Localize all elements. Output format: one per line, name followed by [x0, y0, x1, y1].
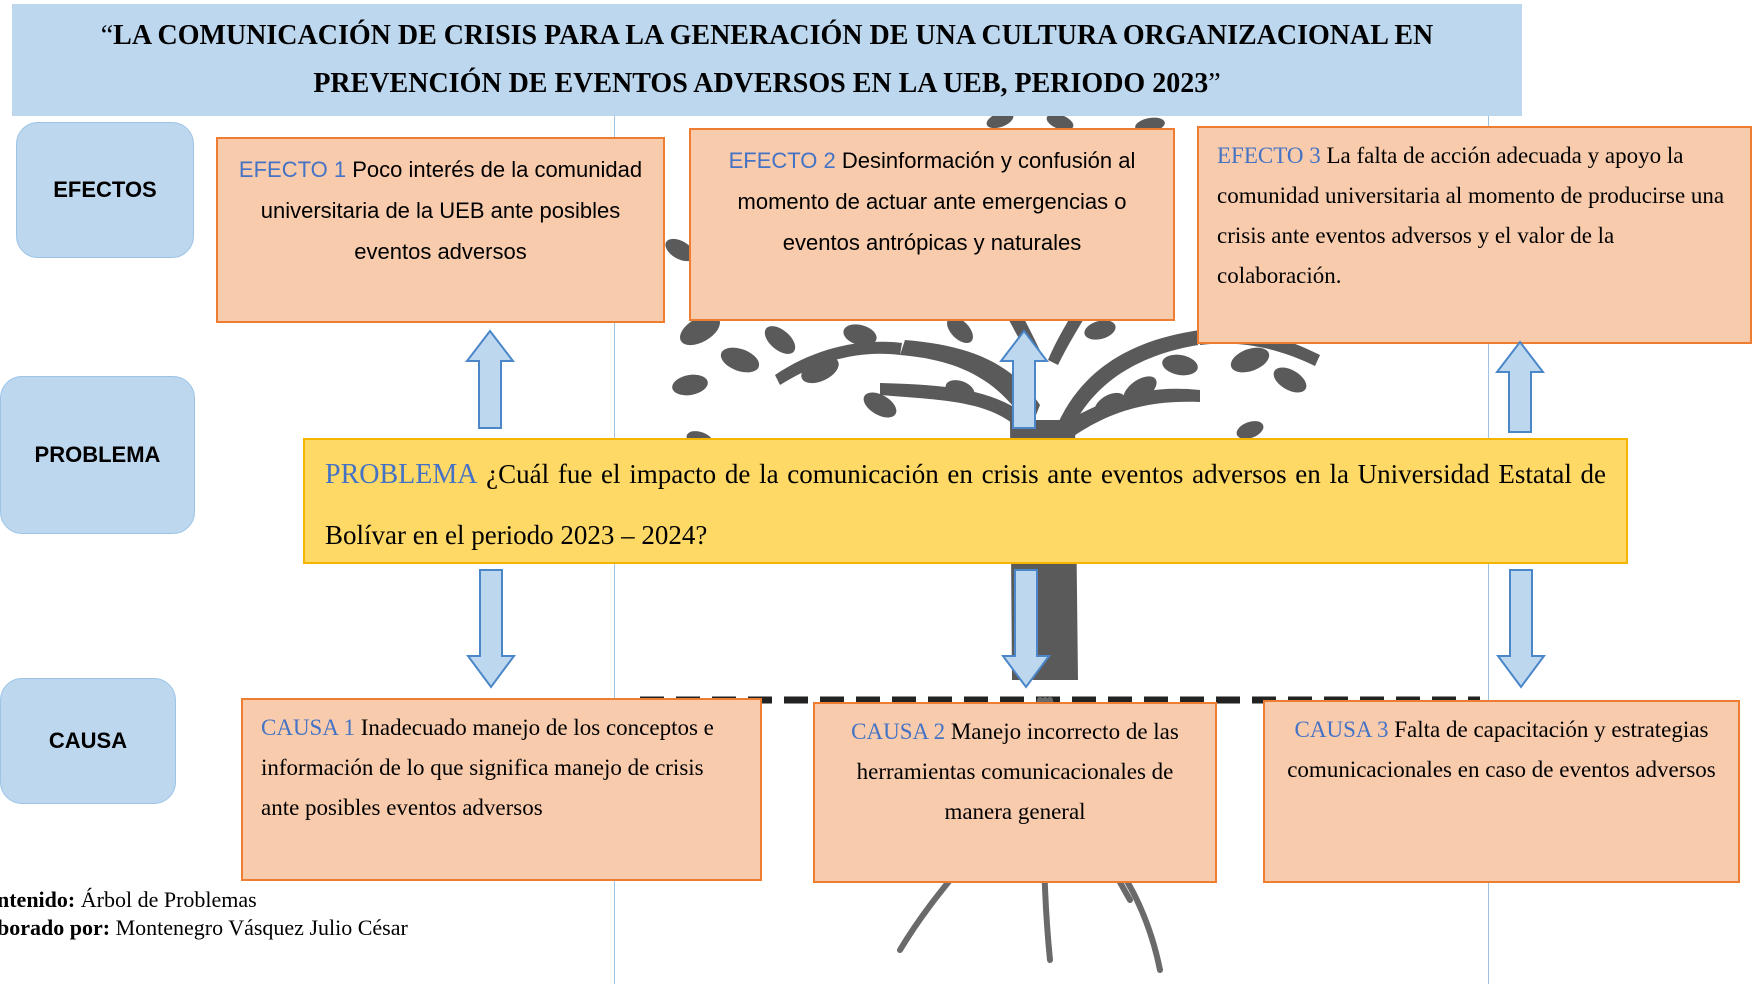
arrow-down-3 [1496, 569, 1546, 689]
problem-text: ¿Cuál fue el impacto de la comunicación … [325, 459, 1607, 550]
effect-2-tag: EFECTO 2 [728, 148, 836, 173]
footer-author-label: aborado por: [0, 915, 111, 940]
cause-box-1: CAUSA 1 Inadecuado manejo de los concept… [241, 698, 762, 881]
effect-box-3: EFECTO 3 La falta de acción adecuada y a… [1197, 126, 1752, 344]
arrow-up-2 [999, 329, 1049, 429]
cause-1-tag: CAUSA 1 [261, 715, 355, 740]
footer-content-value: Árbol de Problemas [75, 887, 257, 912]
footer-author-value: Montenegro Vásquez Julio César [110, 915, 408, 940]
effect-box-2: EFECTO 2 Desinformación y confusión al m… [689, 128, 1175, 321]
footer-author: aborado por: Montenegro Vásquez Julio Cé… [0, 914, 408, 942]
effect-box-1: EFECTO 1 Poco interés de la comunidad un… [216, 137, 665, 323]
cause-2-text: Manejo incorrecto de las herramientas co… [856, 719, 1179, 824]
problem-tag: PROBLEMA [325, 459, 478, 490]
side-label-cause-text: CAUSA [48, 728, 128, 753]
cause-box-3: CAUSA 3 Falta de capacitación y estrateg… [1263, 700, 1740, 883]
title-open-quote: “ [100, 20, 114, 51]
footer-content-label: ontenido: [0, 887, 76, 912]
arrow-up-3 [1495, 340, 1545, 433]
effect-1-text: Poco interés de la comunidad universitar… [260, 157, 643, 264]
effect-3-text: La falta de acción adecuada y apoyo la c… [1217, 143, 1725, 288]
cause-box-2: CAUSA 2 Manejo incorrecto de las herrami… [813, 702, 1217, 883]
side-label-effects: EFECTOS [16, 122, 194, 258]
side-label-effects-text: EFECTOS [53, 177, 157, 202]
effect-3-tag: EFECTO 3 [1217, 143, 1321, 168]
diagram-title: “LA COMUNICACIÓN DE CRISIS PARA LA GENER… [12, 4, 1522, 116]
cause-3-tag: CAUSA 3 [1294, 717, 1389, 742]
problem-box: PROBLEMA ¿Cuál fue el impacto de la comu… [303, 438, 1628, 564]
effect-1-tag: EFECTO 1 [238, 157, 347, 182]
title-text: LA COMUNICACIÓN DE CRISIS PARA LA GENERA… [113, 20, 1434, 99]
side-label-problem: PROBLEMA [0, 376, 195, 534]
cause-1-text: Inadecuado manejo de los conceptos e inf… [261, 715, 714, 820]
cause-2-tag: CAUSA 2 [851, 719, 946, 744]
side-label-problem-text: PROBLEMA [34, 442, 161, 467]
title-close-quote: ” [1208, 68, 1221, 99]
cause-3-text: Falta de capacitación y estrategias comu… [1287, 717, 1716, 782]
effect-2-text: Desinformación y confusión al momento de… [737, 148, 1136, 255]
arrow-up-1 [465, 329, 515, 429]
arrow-down-2 [1001, 569, 1051, 689]
footer-content: ontenido: Árbol de Problemas [0, 886, 257, 914]
side-label-cause: CAUSA [0, 678, 176, 804]
arrow-down-1 [466, 569, 516, 689]
